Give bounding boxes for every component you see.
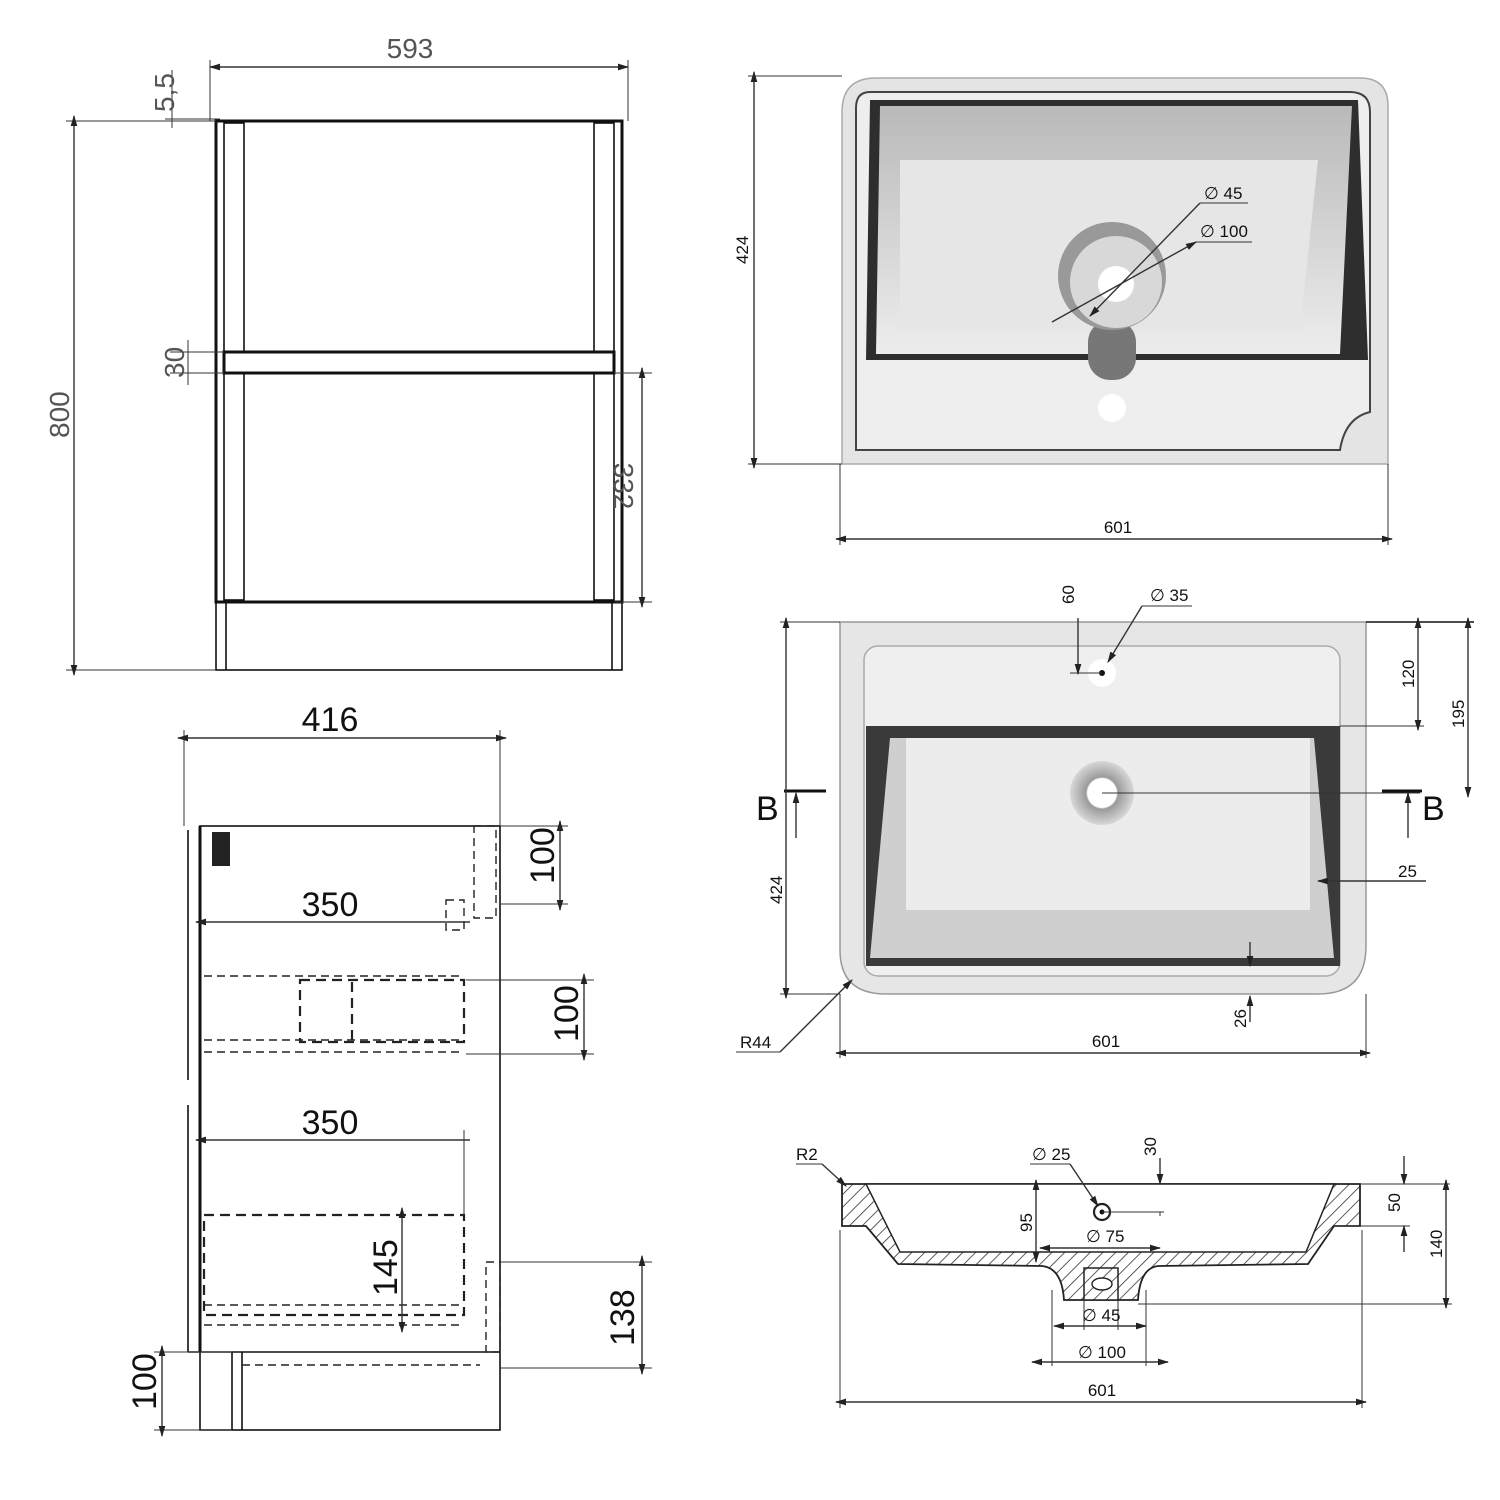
dim-side-plinth-height: 100 (126, 1353, 164, 1410)
dim-section-overflow-dia: ∅ 25 (1032, 1145, 1070, 1164)
tap-hole-top (1098, 394, 1126, 422)
dim-plan-depth: 424 (767, 876, 786, 904)
drawer1-box (298, 978, 466, 1044)
dim-top-inner-dia: ∅ 45 (1204, 184, 1242, 203)
dim-section-waste-outer-dia: ∅ 100 (1078, 1343, 1126, 1362)
dim-side-drawer2-height: 145 (367, 1239, 405, 1296)
dim-side-drawer2-depth: 350 (302, 1104, 359, 1142)
cabinet-shelf (222, 350, 616, 375)
dim-front-lower-opening: 332 (608, 463, 639, 510)
plinth-hardware (485, 1261, 501, 1353)
dim-plan-tap-offset: 60 (1059, 585, 1078, 604)
basin-top-view: 424 601 ∅ 45 ∅ 100 (733, 70, 1394, 545)
dim-plan-width: 601 (1092, 1032, 1120, 1051)
dim-section-edge-radius: R2 (796, 1145, 818, 1164)
dim-section-total-height: 140 (1427, 1230, 1446, 1258)
dim-front-height: 800 (44, 391, 75, 438)
dim-top-width: 601 (1104, 518, 1132, 537)
dim-plan-front-rim: 26 (1231, 1009, 1250, 1028)
dim-front-shelf: 30 (159, 347, 190, 378)
dim-top-outer-dia: ∅ 100 (1200, 222, 1248, 241)
cabinet-plinth (215, 601, 623, 671)
dim-plan-corner-radius: R44 (740, 1033, 771, 1052)
dim-side-drawer1-depth: 350 (302, 886, 359, 924)
dim-section-width: 601 (1088, 1381, 1116, 1400)
dim-front-top-gap: 5,5 (149, 73, 180, 112)
basin-section-view: R2 ∅ 25 30 95 ∅ 75 50 140 ∅ 45 ∅ (796, 1137, 1452, 1408)
dim-side-drawer1-height: 100 (548, 985, 586, 1042)
dim-section-overflow-offset: 30 (1141, 1137, 1160, 1156)
waste-hole (1098, 266, 1134, 302)
dim-plan-rear-to-waste: 195 (1449, 700, 1468, 728)
dim-side-plinth-zone: 138 (604, 1289, 642, 1346)
dim-side-depth: 416 (302, 701, 359, 739)
top-hardware (212, 832, 230, 866)
dim-section-bowl-depth: 95 (1017, 1213, 1036, 1232)
dim-plan-rear-to-bowl: 120 (1399, 660, 1418, 688)
dim-plan-side-rim: 25 (1398, 862, 1417, 881)
dim-front-width: 593 (387, 33, 434, 64)
dim-side-top-rail: 100 (524, 827, 562, 884)
dim-plan-tap-hole: ∅ 35 (1150, 586, 1188, 605)
drawer2-box (202, 1213, 466, 1317)
dim-section-waste-inner-dia: ∅ 45 (1082, 1306, 1120, 1325)
dim-section-rim-height: 50 (1385, 1193, 1404, 1212)
section-marker-left: B (756, 790, 779, 828)
cabinet-side-view: 416 350 100 100 350 145 138 100 (126, 701, 652, 1438)
dim-top-depth: 424 (733, 236, 752, 264)
basin-plan-view: 60 ∅ 35 120 195 B B 424 25 26 R44 (736, 585, 1474, 1058)
dim-section-waste-top-dia: ∅ 75 (1086, 1227, 1124, 1246)
cabinet-front-view: 593 5,5 800 30 332 (44, 33, 652, 677)
section-marker-right: B (1422, 790, 1445, 828)
